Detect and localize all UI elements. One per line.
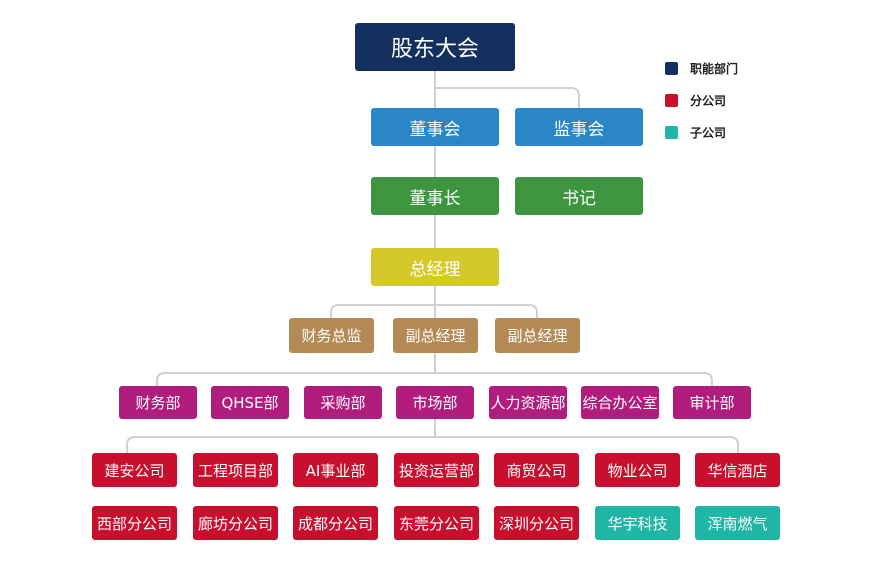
- branch-company-box: 东莞分公司: [394, 506, 479, 540]
- branch-company-box: 深圳分公司: [494, 506, 579, 540]
- company-box: AI事业部: [293, 453, 378, 487]
- secretary-box: 书记: [515, 177, 643, 215]
- connector-execs-to-departments: [156, 353, 713, 386]
- branch-company-box: 西部分公司: [92, 506, 177, 540]
- department-box: 综合办公室: [581, 386, 659, 419]
- deputy-gm-box: 副总经理: [393, 318, 478, 353]
- connector-departments-to-companies: [126, 419, 739, 453]
- department-box: 财务部: [119, 386, 197, 419]
- department-box: 人力资源部: [489, 386, 567, 419]
- company-box: 商贸公司: [494, 453, 579, 487]
- cfo-box: 财务总监: [289, 318, 374, 353]
- chairman-box: 董事长: [371, 177, 499, 215]
- branch-company-box: 成都分公司: [293, 506, 378, 540]
- shareholders-meeting-box: 股东大会: [355, 23, 515, 71]
- department-box: 审计部: [673, 386, 751, 419]
- company-box: 华信酒店: [695, 453, 780, 487]
- deputy-gm-box: 副总经理: [495, 318, 580, 353]
- legend-swatch: [665, 126, 678, 139]
- legend-swatch: [665, 62, 678, 75]
- board-of-supervisors-box: 监事会: [515, 108, 643, 146]
- subsidiary-box: 华宇科技: [595, 506, 680, 540]
- company-box: 投资运营部: [394, 453, 479, 487]
- general-manager-box: 总经理: [371, 248, 499, 286]
- board-of-directors-box: 董事会: [371, 108, 499, 146]
- legend-label: 子公司: [690, 126, 727, 140]
- legend-item-subsidiary: 子公司: [665, 124, 726, 141]
- company-box: 工程项目部: [193, 453, 278, 487]
- legend-label: 分公司: [690, 94, 727, 108]
- legend-item-functional: 职能部门: [665, 60, 738, 77]
- branch-company-box: 廊坊分公司: [193, 506, 278, 540]
- department-box: QHSE部: [211, 386, 289, 419]
- subsidiary-box: 浑南燃气: [695, 506, 780, 540]
- department-box: 市场部: [396, 386, 474, 419]
- legend-label: 职能部门: [690, 62, 739, 76]
- company-box: 建安公司: [92, 453, 177, 487]
- legend-item-branch: 分公司: [665, 92, 726, 109]
- connector-gm-to-execs: [330, 286, 538, 318]
- company-box: 物业公司: [595, 453, 680, 487]
- legend-swatch: [665, 94, 678, 107]
- connector-top-to-boards: [434, 71, 580, 108]
- department-box: 采购部: [304, 386, 382, 419]
